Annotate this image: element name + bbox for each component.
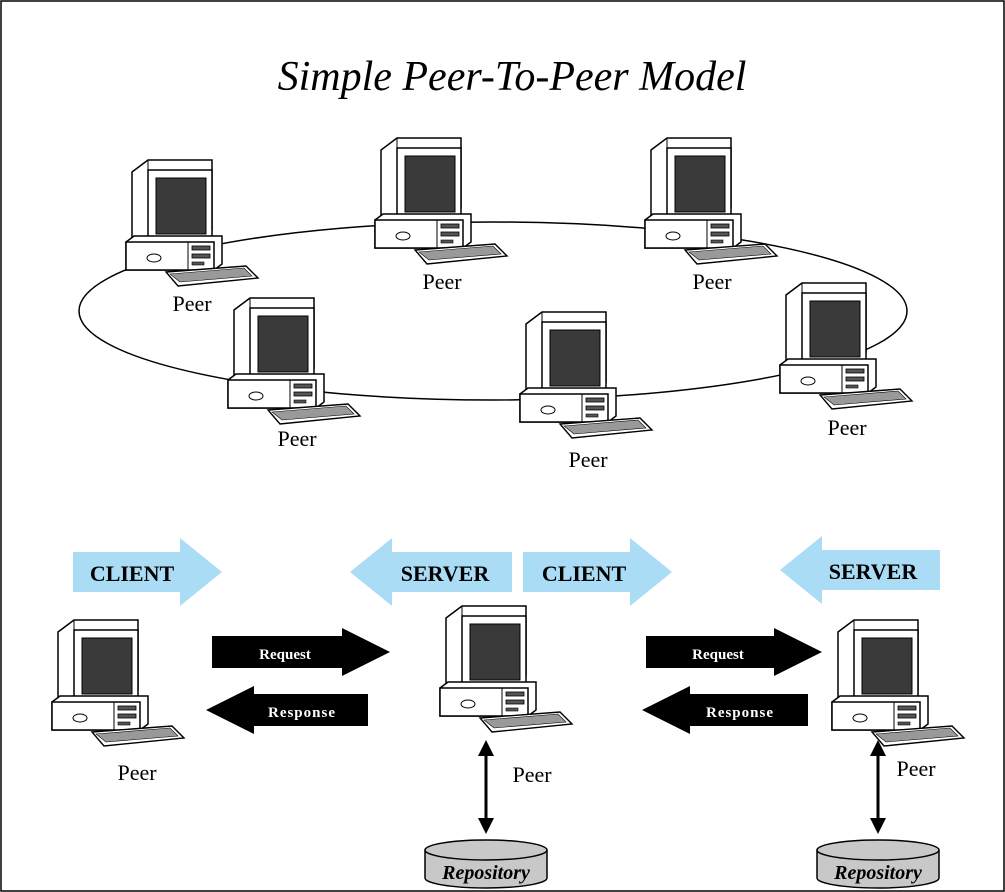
- peer-label: Peer: [172, 291, 212, 316]
- peer-label: Peer: [568, 447, 608, 472]
- ring-peer-5: Peer: [519, 311, 653, 472]
- left-arrow-icon: [642, 686, 808, 734]
- server-label: SERVER: [401, 561, 491, 586]
- repository-link-middle: [478, 740, 494, 834]
- server-role-arrow-middle: SERVER: [350, 538, 512, 606]
- repository-label: Repository: [833, 862, 922, 884]
- left-arrow-icon: [780, 536, 940, 604]
- server-label: SERVER: [829, 559, 919, 584]
- client-label: CLIENT: [90, 561, 175, 586]
- server-role-arrow-right: SERVER: [780, 536, 940, 604]
- repository-label: Repository: [441, 862, 530, 884]
- bottom-peer-right: Peer: [831, 619, 965, 781]
- right-arrow-icon: [523, 538, 672, 606]
- diagram-title: Simple Peer-To-Peer Model: [278, 54, 747, 100]
- client-role-arrow-left: CLIENT: [73, 538, 222, 606]
- peer-label: Peer: [827, 415, 867, 440]
- bottom-peer-left: Peer: [51, 619, 185, 785]
- request-arrow-right: Request: [646, 628, 822, 676]
- response-arrow-right: Response: [642, 686, 808, 734]
- peer-label: Peer: [896, 756, 936, 781]
- request-arrow-left: Request: [212, 628, 390, 676]
- left-arrow-icon: [350, 538, 512, 606]
- request-label: Request: [692, 647, 744, 663]
- ring-peer-6: Peer: [779, 282, 913, 440]
- right-arrow-icon: [73, 538, 222, 606]
- bottom-peer-middle: Peer: [439, 605, 573, 787]
- response-label: Response: [706, 705, 774, 721]
- database-icon: [816, 839, 940, 861]
- left-arrow-icon: [206, 686, 368, 734]
- right-arrow-icon: [646, 628, 822, 676]
- ring-network-connection: [78, 221, 908, 401]
- ring-peer-1: Peer: [125, 159, 259, 316]
- peer-label: Peer: [422, 269, 462, 294]
- peer-label: Peer: [692, 269, 732, 294]
- ring-peer-3: Peer: [644, 137, 778, 294]
- right-arrow-icon: [212, 628, 390, 676]
- response-arrow-left: Response: [206, 686, 368, 734]
- peer-label: Peer: [277, 426, 317, 451]
- repository-link-right: [870, 740, 886, 834]
- peer-label: Peer: [117, 760, 157, 785]
- repository-middle: Repository: [424, 839, 548, 889]
- peer-label: Peer: [512, 762, 552, 787]
- database-icon: [424, 839, 548, 861]
- client-label: CLIENT: [542, 561, 627, 586]
- ring-peer-4: Peer: [227, 297, 361, 451]
- request-label: Request: [259, 647, 311, 663]
- client-role-arrow-middle: CLIENT: [523, 538, 672, 606]
- ring-peer-2: Peer: [374, 137, 508, 294]
- response-label: Response: [268, 705, 336, 721]
- repository-right: Repository: [816, 839, 940, 889]
